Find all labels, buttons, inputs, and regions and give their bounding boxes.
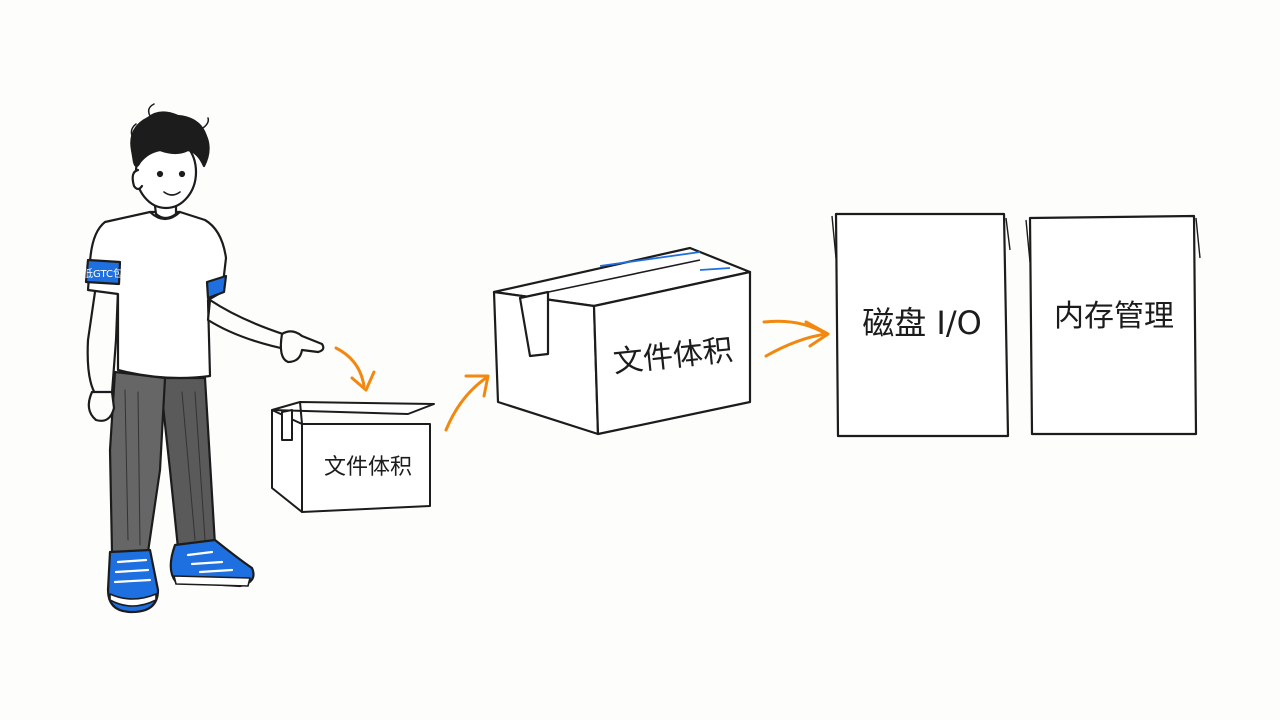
- left-arm: [86, 283, 120, 397]
- memory-panel: [1025, 214, 1201, 436]
- armband-badge: [84, 258, 122, 286]
- disk-io-panel: [831, 212, 1011, 438]
- large-box: [492, 246, 752, 436]
- right-arm: [206, 298, 292, 352]
- large-box-blue-accent: [599, 251, 731, 271]
- smile: [163, 191, 181, 196]
- arrow-to-large-box: [444, 374, 490, 432]
- small-box-top: [271, 401, 435, 415]
- left-leg: [108, 370, 167, 554]
- left-eye: [156, 170, 164, 178]
- left-hand: [87, 390, 116, 422]
- memory-label: 内存管理: [1054, 299, 1174, 334]
- shirt: [86, 210, 228, 380]
- disk-io-label: 磁盘 I/O: [862, 304, 982, 342]
- pointing-hand: [279, 330, 325, 364]
- right-leg: [158, 376, 217, 550]
- armband-text: 低GTC包: [83, 267, 123, 280]
- sleeve-stripe-right: [205, 274, 228, 300]
- small-box-tape: [281, 409, 293, 441]
- small-box: [271, 401, 435, 513]
- right-eye: [178, 170, 186, 178]
- arrow-to-panels: [762, 319, 830, 358]
- hair: [130, 111, 210, 168]
- arrow-to-small-box: [334, 346, 376, 392]
- small-box-side: [301, 423, 431, 513]
- person-illustration: [84, 103, 325, 614]
- small-box-label: 文件体积: [324, 455, 412, 480]
- large-box-side: [592, 270, 752, 436]
